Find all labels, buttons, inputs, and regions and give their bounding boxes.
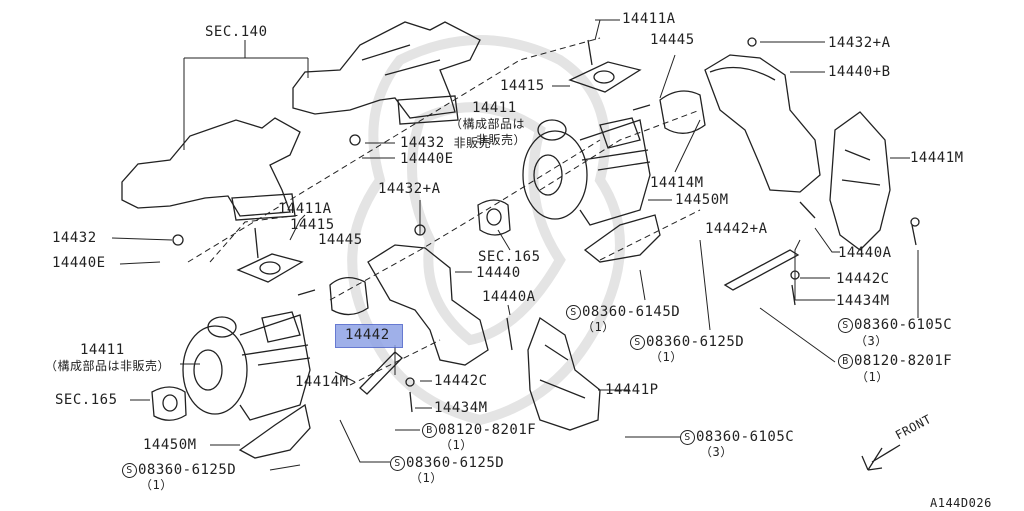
- gasket-14445-left: [329, 277, 369, 316]
- heat-shield-14441p: [527, 316, 601, 431]
- label-14441p[interactable]: 14441P: [605, 382, 659, 398]
- turbocharger-left: [182, 311, 311, 421]
- label-14442-highlighted[interactable]: 14442: [345, 327, 390, 343]
- gasket-sec165-left: [151, 386, 187, 421]
- exhaust-manifold-lower: [121, 117, 301, 221]
- label-14434m-mid[interactable]: 14434M: [434, 400, 488, 416]
- exhaust-manifold-upper: [292, 21, 481, 125]
- label-s-08360-6105c-right-qty: （3）: [855, 334, 888, 348]
- watermark-emblem: [347, 35, 625, 426]
- label-14414m-top[interactable]: 14414M: [650, 175, 704, 191]
- heat-shield-14450m-right: [583, 214, 661, 263]
- label-s-08360-6125d-left-qty: （1）: [140, 478, 173, 492]
- label-b-08120-8201f-right-qty: （1）: [856, 370, 889, 384]
- label-s-08360-6105c-mid-qty: （3）: [700, 445, 733, 459]
- label-14442c-mid[interactable]: 14442C: [434, 373, 488, 389]
- label-14415-left[interactable]: 14415: [290, 217, 335, 233]
- gasket-14415-top: [568, 61, 642, 93]
- label-14440a-mid[interactable]: 14440A: [482, 289, 536, 305]
- label-14411a-left[interactable]: 14411A: [278, 201, 332, 217]
- label-14445-top[interactable]: 14445: [650, 32, 695, 48]
- label-14415-top[interactable]: 14415: [500, 78, 545, 94]
- label-14432-mid[interactable]: 14432 非販売: [400, 135, 492, 151]
- diagram-code: A144D026: [930, 496, 992, 510]
- label-s-08360-6145d-qty: （1）: [582, 320, 615, 334]
- label-14440a-right[interactable]: 14440A: [838, 245, 892, 261]
- leader-lines: [111, 19, 919, 471]
- label-s-08360-6125d-right-qty: （1）: [650, 350, 683, 364]
- label-sec140[interactable]: SEC.140: [205, 24, 268, 40]
- label-note-left: （構成部品は非販売）: [45, 359, 171, 373]
- label-14411-left[interactable]: 14411: [80, 342, 125, 358]
- label-14440[interactable]: 14440: [476, 265, 521, 281]
- exhaust-outlet-14440b: [704, 54, 821, 193]
- label-14434m-right[interactable]: 14434M: [836, 293, 890, 309]
- label-14432-left[interactable]: 14432: [52, 230, 97, 246]
- label-14450m-top[interactable]: 14450M: [675, 192, 729, 208]
- label-b-08120-8201f-mid-qty: （1）: [440, 438, 473, 452]
- label-14441m[interactable]: 14441M: [910, 150, 964, 166]
- gasket-14415-left: [236, 253, 304, 283]
- heat-shield-14441m: [829, 111, 891, 251]
- gasket-14445-top: [659, 90, 706, 134]
- label-14442a[interactable]: 14442+A: [705, 221, 768, 237]
- bracket-14442: [359, 351, 403, 395]
- highlighted-part-box[interactable]: [335, 324, 403, 348]
- turbocharger-right: [522, 117, 651, 226]
- label-14411a-top[interactable]: 14411A: [622, 11, 676, 27]
- label-14432a-top[interactable]: 14432+A: [828, 35, 891, 51]
- label-note-top2: 非販売）: [476, 133, 527, 147]
- exhaust-outlet-14440: [367, 244, 489, 366]
- label-14440b[interactable]: 14440+B: [828, 64, 891, 80]
- label-sec165-mid[interactable]: SEC.165: [478, 249, 541, 265]
- label-14442c-right[interactable]: 14442C: [836, 271, 890, 287]
- label-sec165-left[interactable]: SEC.165: [55, 392, 118, 408]
- front-arrow-icon: [861, 444, 901, 471]
- sec140-leader: [183, 40, 309, 150]
- studs-and-nuts: [172, 37, 920, 413]
- label-14440e-mid[interactable]: 14440E: [400, 151, 454, 167]
- bracket-14442a: [723, 249, 800, 291]
- label-14440e-left[interactable]: 14440E: [52, 255, 106, 271]
- label-s-08360-6125d-mid-qty: （1）: [410, 471, 443, 485]
- label-14450m-left[interactable]: 14450M: [143, 437, 197, 453]
- heat-shield-14450m-left: [238, 403, 311, 459]
- label-14432a-mid[interactable]: 14432+A: [378, 181, 441, 197]
- label-14411-top[interactable]: 14411: [472, 100, 517, 116]
- label-14445-left[interactable]: 14445: [318, 232, 363, 248]
- gasket-sec165-mid: [477, 199, 511, 236]
- assembly-guide-lines: [187, 37, 701, 386]
- label-14414m-left[interactable]: 14414M: [295, 374, 349, 390]
- label-note-top: （構成部品は: [450, 117, 526, 131]
